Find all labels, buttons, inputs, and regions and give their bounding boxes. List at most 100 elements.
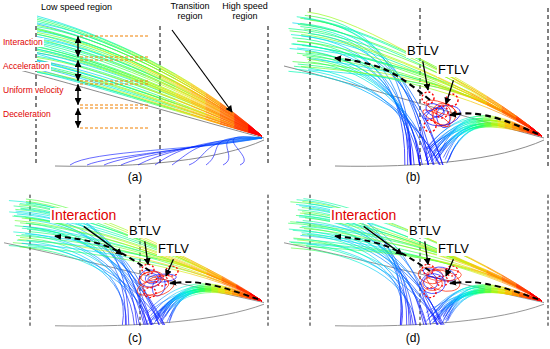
streamline-segment bbox=[205, 150, 207, 152]
streamline-segment bbox=[343, 22, 357, 28]
streamline-segment bbox=[172, 162, 176, 165]
streamline-segment bbox=[125, 161, 130, 163]
streamline-segment bbox=[130, 160, 136, 162]
streamline-segment bbox=[428, 154, 435, 162]
streamline-segment bbox=[98, 160, 106, 162]
streamline bbox=[172, 138, 262, 165]
streamline-segment bbox=[307, 57, 317, 58]
streamline-segment bbox=[445, 151, 449, 160]
streamline-segment bbox=[143, 156, 150, 158]
streamline-segment bbox=[308, 70, 318, 71]
streamline-segment bbox=[92, 162, 98, 164]
streamline-segment bbox=[90, 156, 100, 158]
streamline-segment bbox=[121, 158, 129, 160]
streamline-segment bbox=[228, 151, 229, 154]
streamline-segment bbox=[142, 161, 147, 163]
streamline-segment bbox=[240, 163, 243, 165]
streamline-segment bbox=[325, 19, 335, 22]
streamline-segment bbox=[163, 153, 170, 155]
streamline-segment bbox=[327, 77, 339, 80]
streamline-segment bbox=[459, 137, 464, 142]
streamline-segment bbox=[70, 162, 75, 165]
streamline-segment bbox=[105, 158, 114, 160]
streamline-segment bbox=[37, 21, 49, 24]
streamline-segment bbox=[117, 78, 132, 83]
streamline-segment bbox=[216, 147, 217, 149]
streamline-segment bbox=[103, 42, 117, 48]
streamline-segment bbox=[214, 152, 215, 155]
streamline-segment bbox=[186, 152, 189, 154]
streamline-segment bbox=[131, 53, 146, 60]
streamline-segment bbox=[290, 31, 304, 33]
streamline-segment bbox=[304, 29, 314, 30]
streamline-segment bbox=[424, 131, 429, 147]
streamline-segment bbox=[408, 98, 414, 113]
streamline-segment bbox=[159, 160, 163, 163]
streamline-segment bbox=[202, 153, 204, 155]
streamline-segment bbox=[308, 33, 318, 34]
streamline-segment bbox=[217, 145, 218, 147]
streamline-segment bbox=[131, 51, 146, 58]
streamline-segment bbox=[293, 62, 306, 63]
streamline-segment bbox=[454, 79, 470, 89]
streamline-segment bbox=[288, 71, 301, 72]
streamline bbox=[304, 29, 411, 165]
streamline-segment bbox=[167, 155, 171, 157]
streamline-segment bbox=[114, 160, 121, 162]
streamline-segment bbox=[212, 157, 214, 160]
streamline-segment bbox=[360, 89, 370, 94]
streamline-segment bbox=[49, 45, 62, 48]
streamline-segment bbox=[356, 75, 365, 80]
streamline-segment bbox=[305, 39, 317, 41]
streamline-segment bbox=[315, 17, 325, 19]
streamline-segment bbox=[384, 55, 401, 62]
streamline-segment bbox=[215, 149, 216, 151]
streamline-segment bbox=[207, 148, 210, 150]
streamline-segment bbox=[176, 75, 191, 84]
streamline-segment bbox=[239, 151, 241, 154]
streamline-segment bbox=[317, 41, 329, 44]
streamline-segment bbox=[456, 139, 460, 144]
streamline-segment bbox=[195, 159, 198, 161]
streamline-segment bbox=[165, 148, 180, 149]
streamline-segment bbox=[121, 163, 125, 165]
streamline-segment bbox=[163, 157, 167, 159]
streamline-segment bbox=[314, 47, 327, 49]
streamline bbox=[138, 138, 262, 165]
streamline-segment bbox=[75, 160, 82, 162]
streamline-segment bbox=[192, 162, 195, 164]
streamline-segment bbox=[193, 148, 197, 150]
streamline-segment bbox=[226, 161, 228, 163]
blade-outline bbox=[335, 140, 544, 166]
streamline-segment bbox=[310, 65, 324, 67]
streamline-segment bbox=[108, 161, 114, 163]
streamline-segment bbox=[235, 146, 237, 149]
streamline-segment bbox=[161, 75, 176, 82]
streamline-segment bbox=[297, 17, 309, 19]
streamline-segment bbox=[223, 163, 226, 165]
streamline-segment bbox=[449, 151, 452, 159]
streamline-segment bbox=[114, 157, 124, 159]
streamline-segment bbox=[75, 28, 89, 33]
streamline-segment bbox=[206, 162, 209, 165]
streamline-segment bbox=[351, 80, 361, 85]
streamline-segment bbox=[331, 72, 344, 73]
streamline-segment bbox=[372, 38, 388, 45]
streamline-segment bbox=[318, 14, 330, 17]
streamline bbox=[37, 43, 262, 136]
streamline-segment bbox=[292, 38, 304, 39]
streamline-segment bbox=[37, 23, 49, 25]
streamline-segment bbox=[300, 27, 311, 28]
streamline-segment bbox=[297, 48, 309, 49]
streamline-segment bbox=[372, 92, 381, 98]
streamline-segment bbox=[298, 64, 310, 65]
streamline-segment bbox=[171, 153, 176, 155]
streamline-segment bbox=[303, 55, 314, 56]
streamline-segment bbox=[326, 38, 340, 41]
streamline-segment bbox=[307, 12, 318, 14]
streamline-segment bbox=[104, 163, 108, 165]
streamline-segment bbox=[189, 163, 192, 165]
streamline-segment bbox=[209, 160, 211, 163]
streamline-segment bbox=[234, 143, 235, 145]
